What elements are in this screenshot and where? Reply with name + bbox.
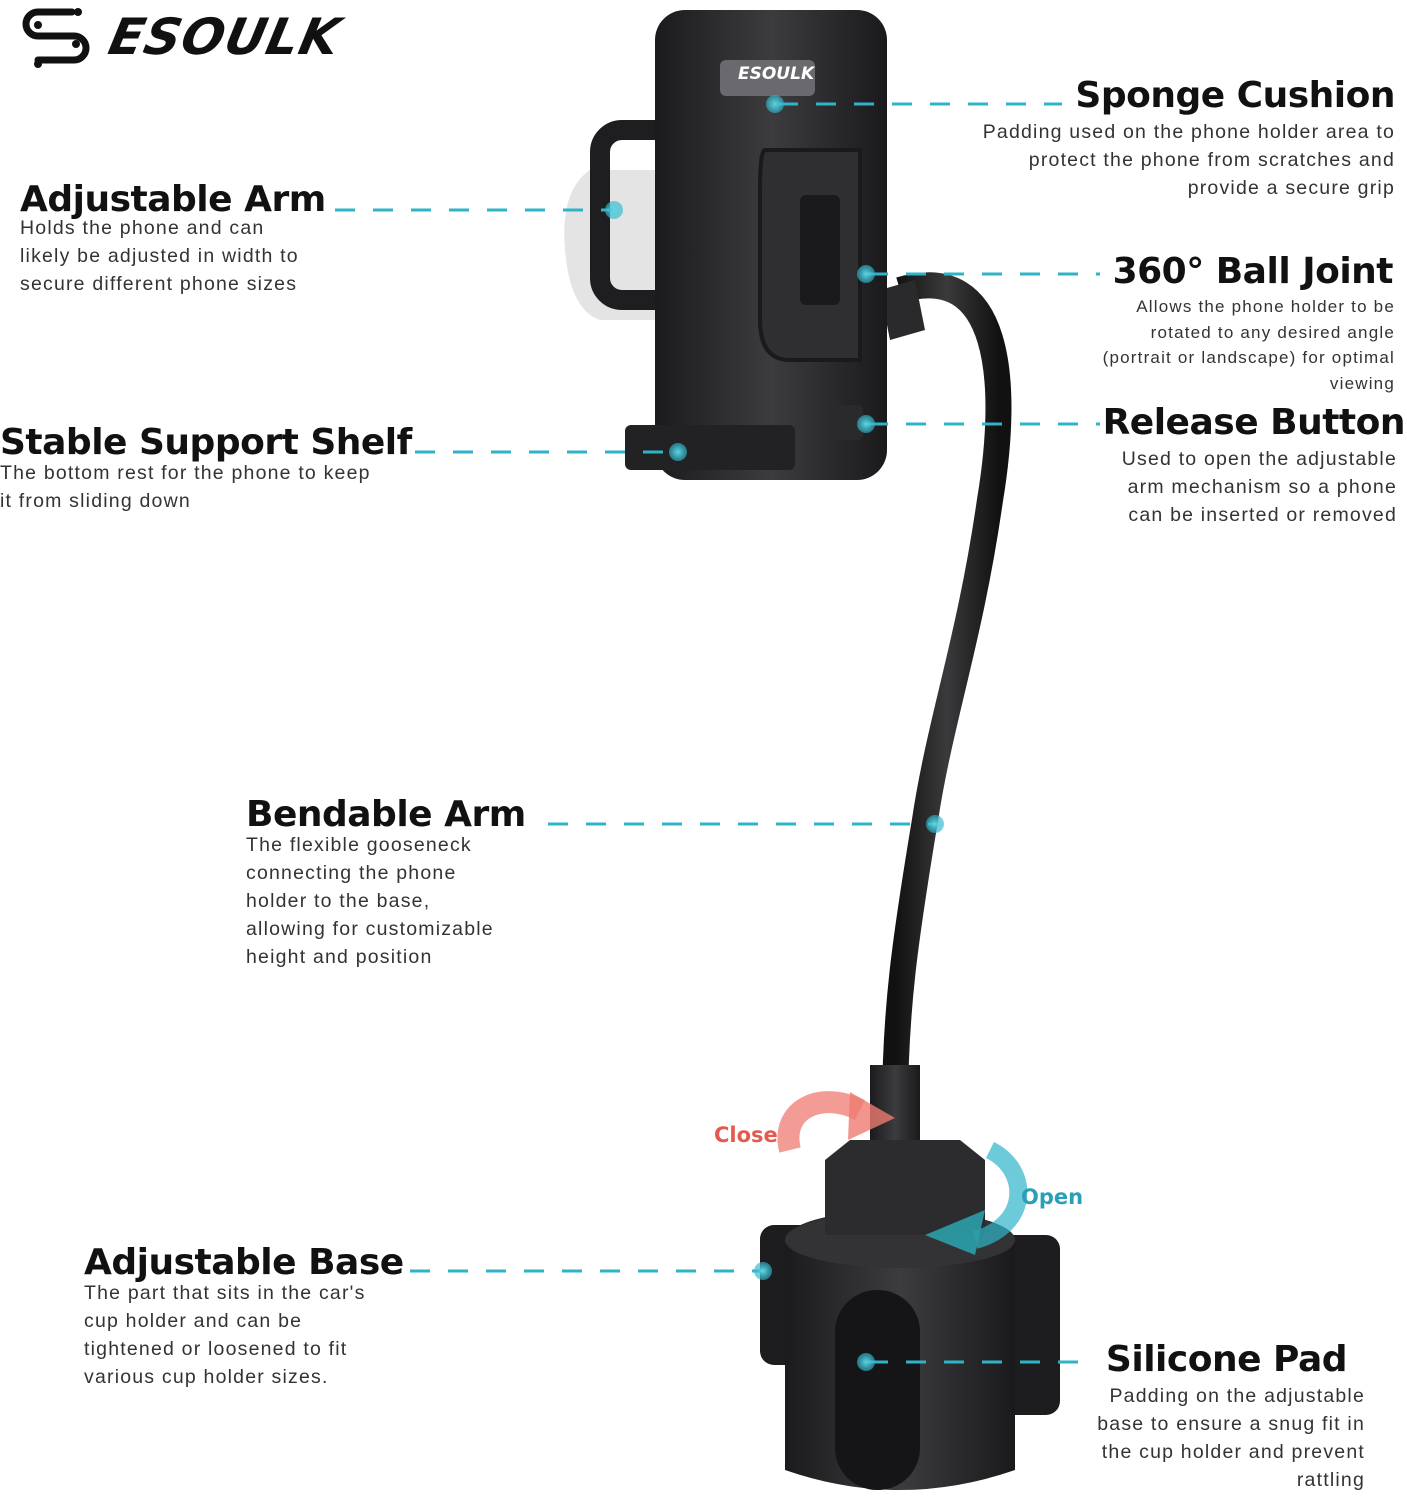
- brand-logo: ESOULK: [103, 8, 347, 66]
- callout-title: Silicone Pad: [1105, 1339, 1348, 1380]
- callout-title: Stable Support Shelf: [0, 422, 412, 463]
- callout-title: Adjustable Base: [84, 1242, 404, 1283]
- callout-title: Adjustable Arm: [20, 179, 326, 220]
- callout-title: Sponge Cushion: [1075, 75, 1395, 116]
- callout-support-shelf: Stable Support Shelf The bottom rest for…: [0, 421, 412, 515]
- callout-ball-joint: 360° Ball Joint Allows the phone holder …: [1103, 250, 1395, 396]
- callout-release-button: Release Button Used to open the adjustab…: [1102, 401, 1406, 529]
- callout-dots: [605, 95, 944, 1371]
- callout-title: 360° Ball Joint: [1112, 251, 1394, 292]
- phone-holder: [564, 10, 887, 480]
- callout-sponge-cushion: Sponge Cushion Padding used on the phone…: [982, 74, 1396, 202]
- callout-title: Release Button: [1102, 402, 1406, 443]
- callout-desc: Padding used on the phone holder area to…: [982, 121, 1395, 199]
- esoulk-logo-icon: [22, 8, 90, 68]
- close-rotation-label: Close: [714, 1123, 778, 1147]
- cup-holder-base: [760, 1091, 1060, 1490]
- callout-title: Bendable Arm: [246, 794, 526, 835]
- callout-adjustable-base: Adjustable Base The part that sits in th…: [84, 1241, 404, 1391]
- gooseneck-arm: [882, 272, 1012, 1111]
- open-rotation-label: Open: [1021, 1185, 1084, 1209]
- holder-logo: ESOULK: [738, 64, 815, 84]
- leader-lines: [335, 102, 1100, 1364]
